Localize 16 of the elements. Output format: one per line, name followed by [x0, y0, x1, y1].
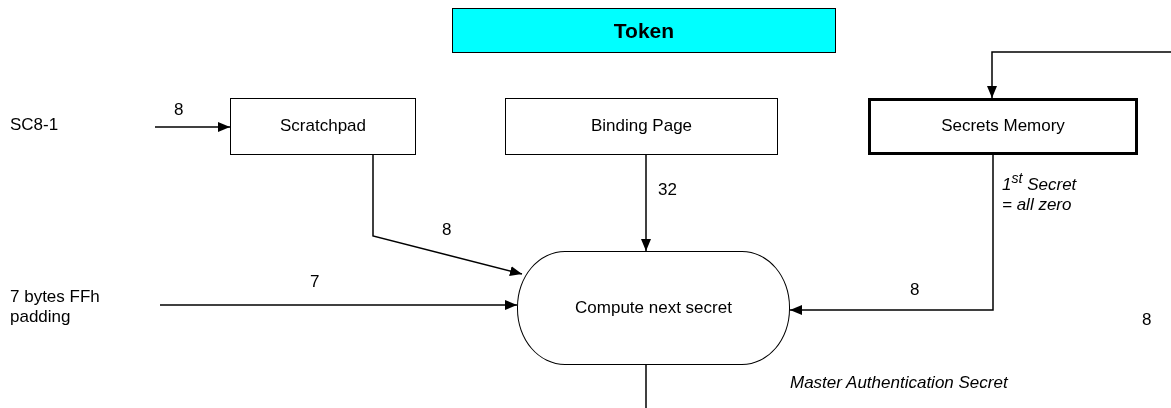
arrow [789, 154, 994, 315]
arrow [372, 154, 523, 276]
bit-count: 8 [1141, 310, 1153, 331]
signal-label: SC8-1 [9, 115, 60, 136]
process-terminal: Compute next secret [517, 251, 790, 365]
arrow [159, 300, 518, 310]
process-box: Scratchpad [230, 98, 416, 155]
arrow [154, 122, 231, 132]
arrow [987, 51, 1171, 99]
output-label: Master Authentication Secret [789, 373, 1010, 394]
input-label: 7 bytes FFh padding [10, 283, 160, 331]
arrow [641, 154, 651, 252]
title-banner: Token [452, 8, 836, 53]
annotation-text: 1$^{st}$ Secret = all zero [1001, 170, 1078, 216]
memory-box: Secrets Memory [868, 98, 1138, 155]
process-box: Binding Page [505, 98, 778, 155]
